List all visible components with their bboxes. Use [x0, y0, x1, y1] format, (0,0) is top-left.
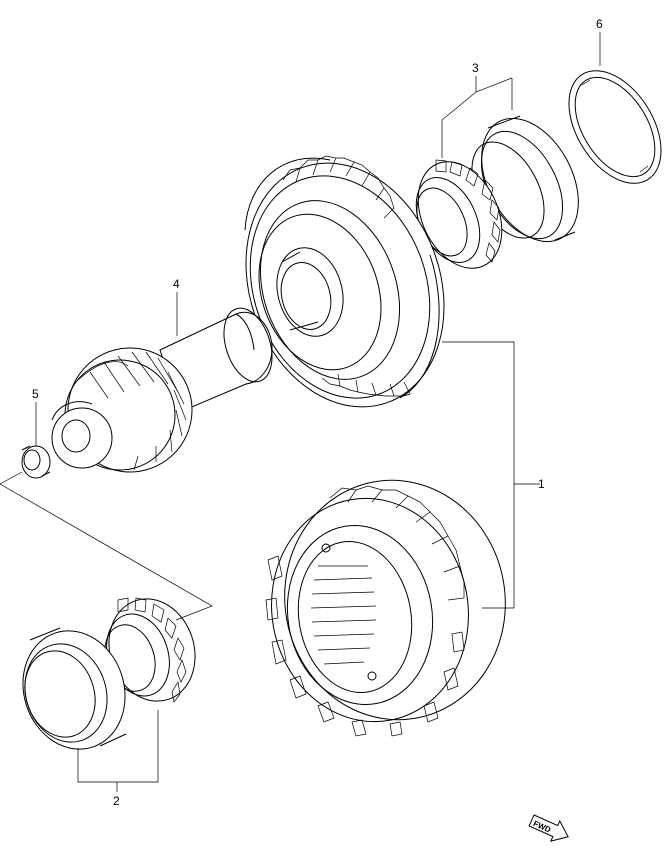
callouts: 6 3 4 5 1 2: [32, 17, 603, 808]
drive-gear: [265, 479, 506, 737]
large-gear: [244, 155, 445, 408]
bushing-part-5: [21, 445, 51, 479]
callout-5: 5: [32, 387, 39, 401]
fwd-arrow-icon: FWD: [528, 814, 569, 842]
bearing-part-3: [415, 115, 579, 269]
callout-3: 3: [472, 61, 479, 75]
callout-2: 2: [113, 794, 120, 808]
pinion-shaft-part-4: [51, 307, 273, 473]
bearing-part-2: [22, 597, 196, 750]
callout-1: 1: [538, 477, 545, 491]
snap-ring-part-6: [568, 70, 662, 184]
callout-6: 6: [596, 17, 603, 31]
leader-lines: [0, 32, 601, 792]
callout-4: 4: [173, 277, 180, 291]
